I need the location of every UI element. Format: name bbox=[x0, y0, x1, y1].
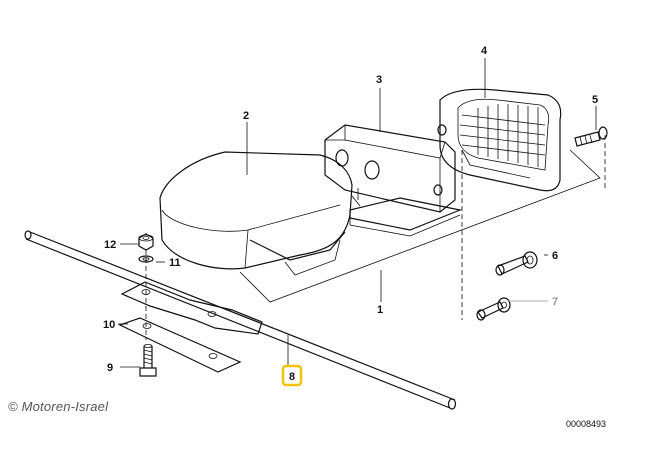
callout-8-highlighted[interactable]: 8 bbox=[281, 364, 303, 387]
rod-part-8 bbox=[24, 230, 457, 410]
bulb-socket-part-7 bbox=[476, 297, 511, 321]
lamp-body-part-3 bbox=[324, 124, 463, 237]
bolt-part-9 bbox=[139, 344, 157, 377]
callout-11: 11 bbox=[169, 257, 181, 269]
callout-2: 2 bbox=[243, 110, 249, 122]
mounting-plate-part-10 bbox=[118, 317, 242, 373]
lens-carrier-part-4 bbox=[437, 88, 562, 192]
screw-part-5 bbox=[574, 126, 608, 147]
drawing-number: 00008493 bbox=[566, 419, 607, 429]
callout-8: 8 bbox=[289, 371, 295, 383]
callout-3: 3 bbox=[376, 74, 382, 86]
callout-10: 10 bbox=[103, 319, 115, 331]
callout-6: 6 bbox=[552, 250, 558, 262]
callout-5: 5 bbox=[592, 94, 598, 106]
highlight-box bbox=[281, 364, 303, 387]
callout-1: 1 bbox=[377, 304, 383, 316]
base-plate-outline bbox=[239, 149, 601, 303]
bulb-socket-part-6 bbox=[495, 251, 538, 276]
callout-9: 9 bbox=[107, 362, 113, 374]
lamp-cover-part-2 bbox=[159, 151, 353, 276]
callout-7: 7 bbox=[552, 296, 558, 308]
nut-part-12 bbox=[138, 233, 154, 251]
callout-4: 4 bbox=[481, 45, 488, 57]
callout-12: 12 bbox=[104, 239, 116, 251]
watermark-text: © Motoren-Israel bbox=[8, 399, 109, 414]
